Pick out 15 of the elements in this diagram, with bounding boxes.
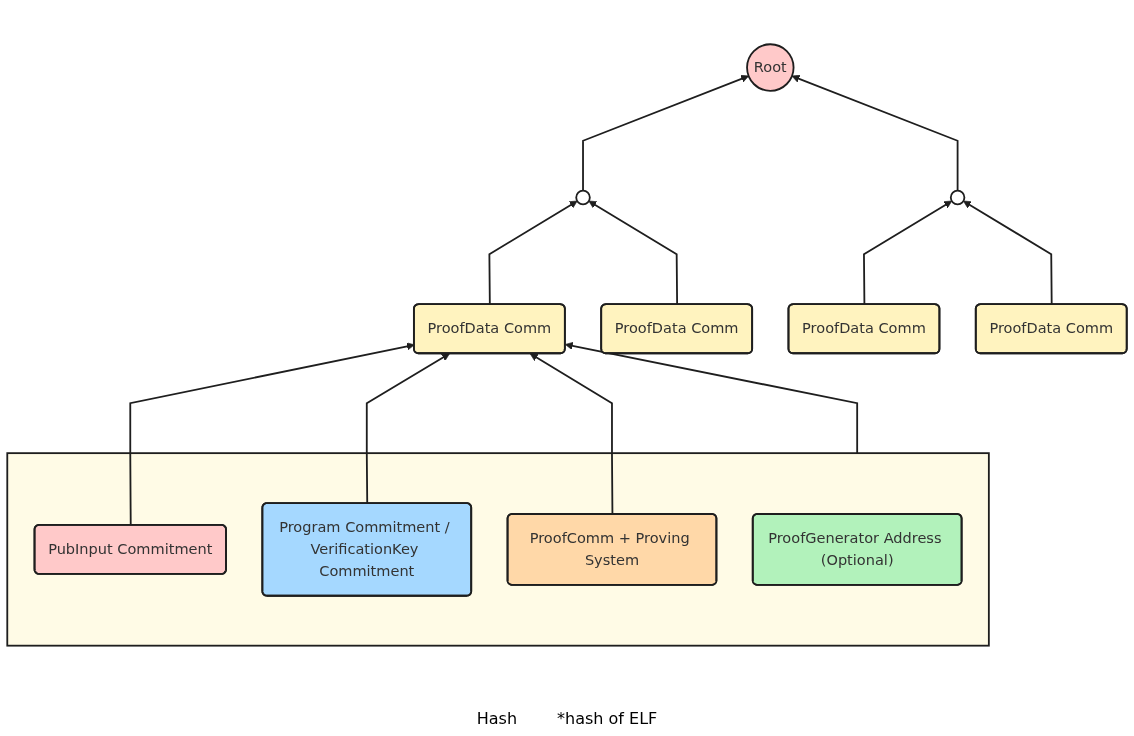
arrow [588,200,679,306]
node-circle [575,189,591,206]
arrow [963,200,1053,306]
arrow [365,353,450,505]
note-text: Hash [476,709,518,728]
cluster [6,452,990,647]
arrow [791,74,959,192]
note-text: *hash of ELF [557,709,658,728]
node-circle: Root [746,43,795,92]
arrow [564,342,859,455]
arrow [582,74,749,192]
arrow [488,200,578,306]
arrow [863,200,953,306]
arrow [529,353,614,516]
node-circle [949,189,966,206]
